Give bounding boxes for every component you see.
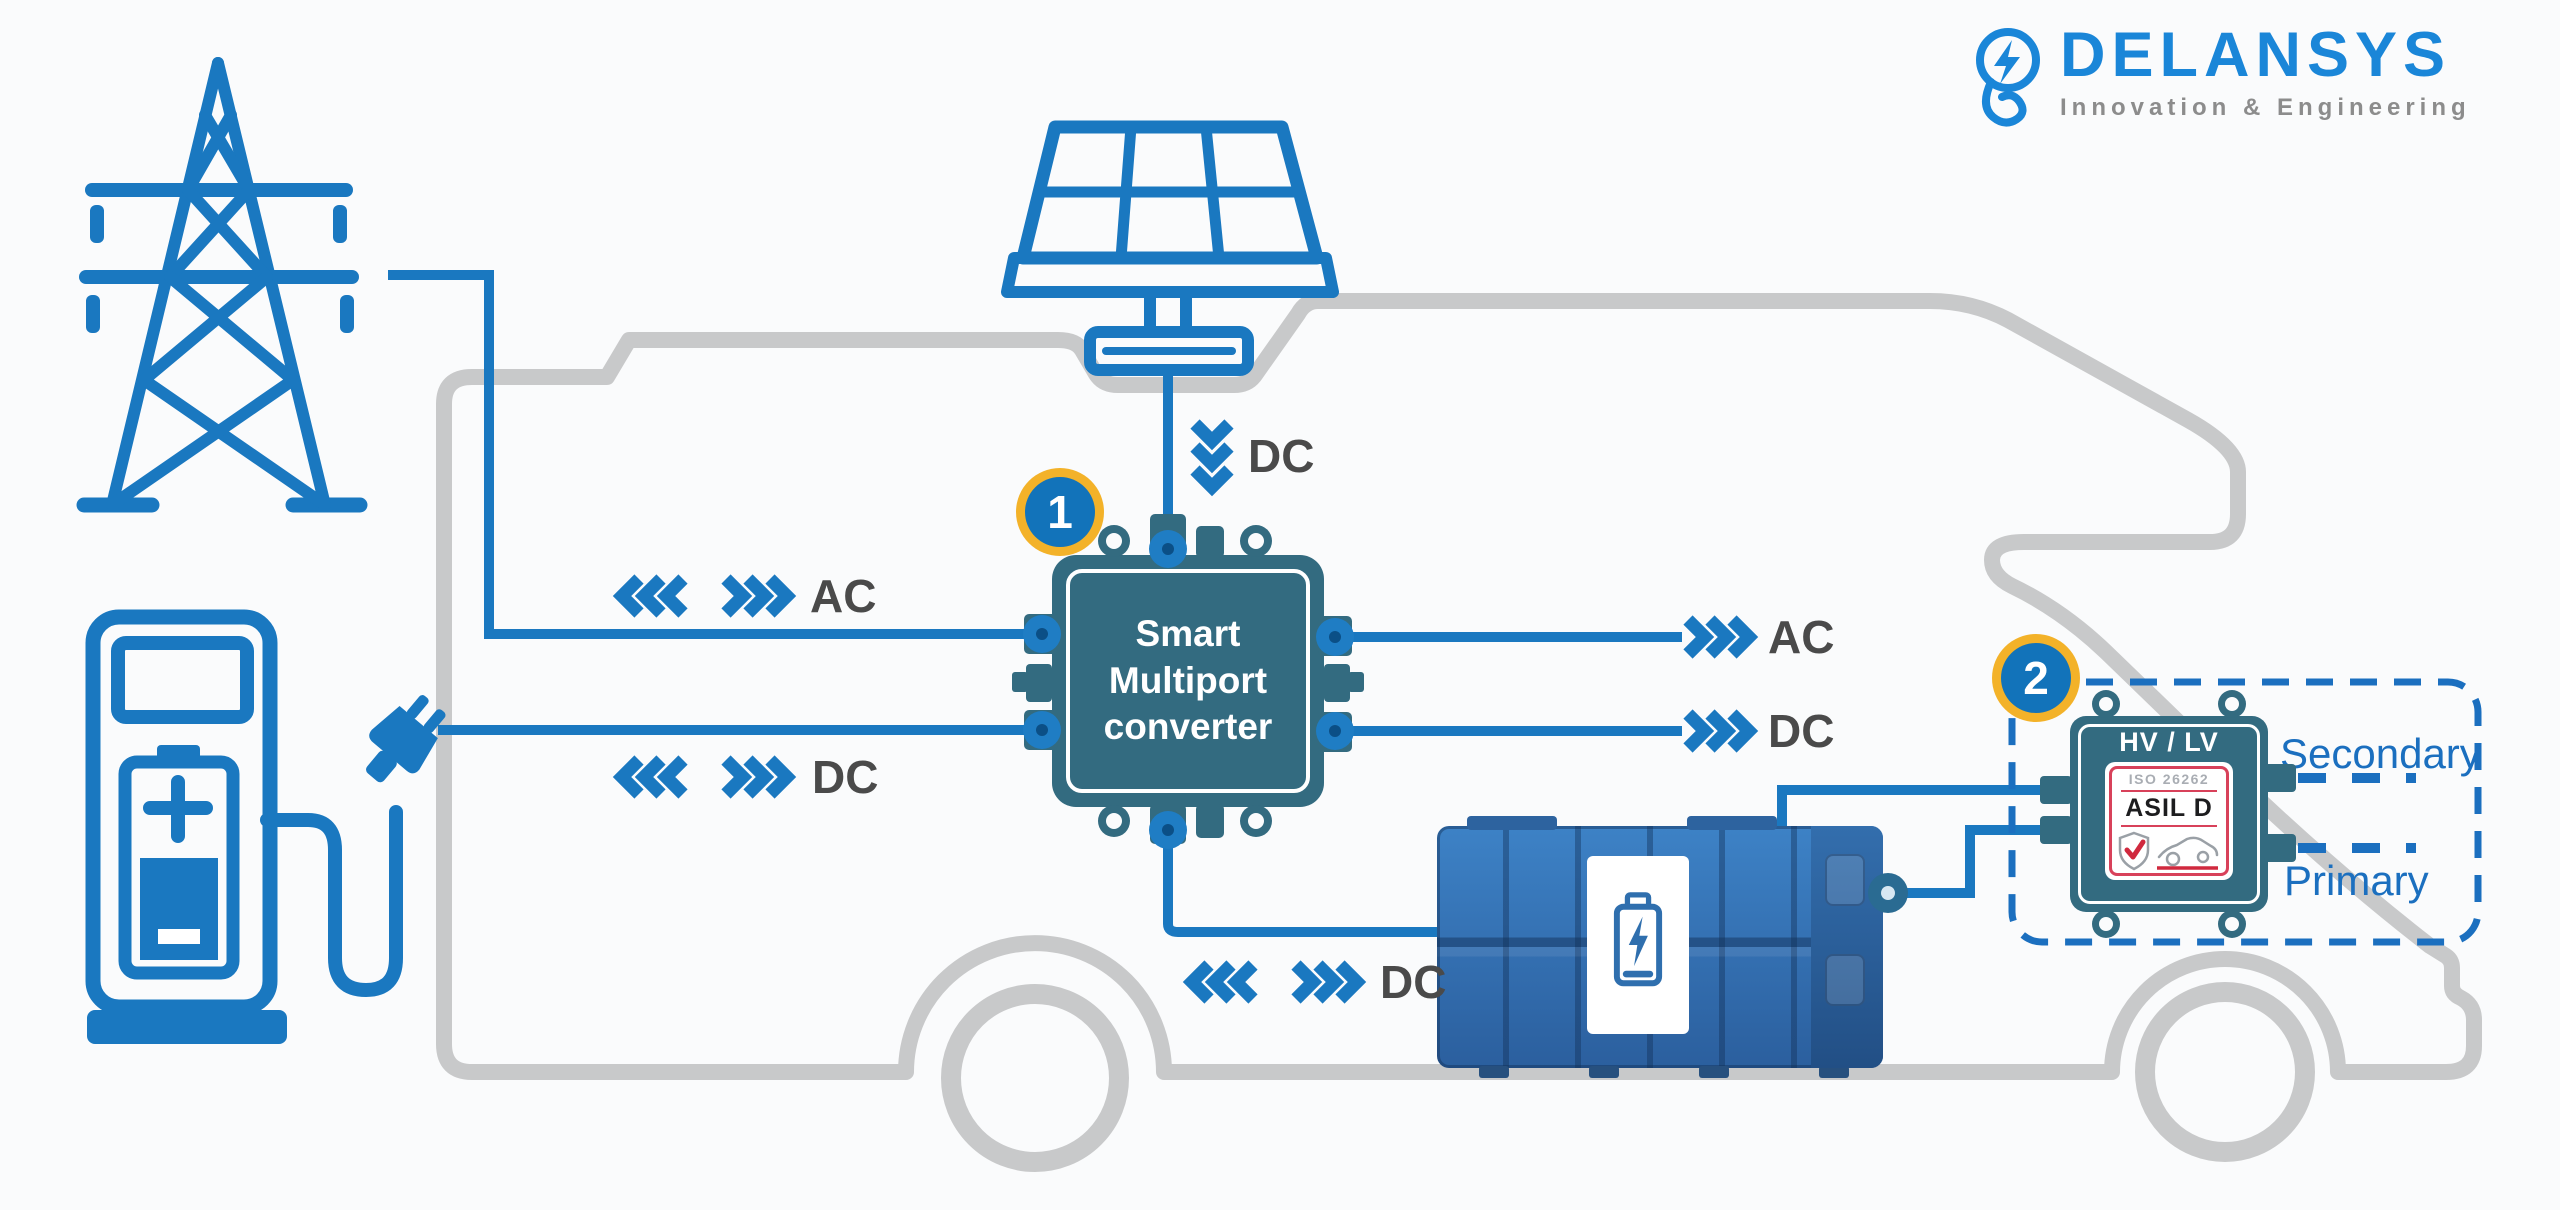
logo-brand: DELANSYS	[2060, 20, 2452, 90]
safety-icons	[2118, 831, 2219, 871]
solar-dc-label: DC	[1248, 430, 1315, 482]
charging-plug-icon	[366, 695, 446, 783]
ev-charging-station-icon	[85, 609, 446, 1044]
battery-bolt-icon	[1613, 892, 1663, 987]
converter-label: Smart Multiport converter	[1103, 612, 1273, 748]
hvlv-converter: HV / LV ISO 26262 ASIL D	[2070, 716, 2268, 912]
ac-output-label: AC	[1768, 611, 1835, 663]
hvlv-title: HV / LV	[2119, 727, 2219, 757]
battery-end-cap	[1811, 826, 1883, 1068]
battery-symbol-card	[1587, 856, 1689, 1034]
grid-ac-label: AC	[810, 570, 877, 622]
front-wheel-icon	[2135, 982, 2315, 1162]
solar-panel-icon	[1001, 120, 1339, 376]
iso-asil-card: ISO 26262 ASIL D	[2105, 762, 2233, 880]
shield-check-icon	[2118, 831, 2150, 871]
badge-step-2-number: 2	[2001, 643, 2071, 713]
dc-output-label: DC	[1768, 705, 1835, 757]
delansys-logo: DELANSYS Innovation & Engineering	[1972, 22, 2471, 134]
battery-hvlv-top-line	[1777, 785, 2052, 828]
rear-wheel-icon	[941, 984, 1129, 1172]
battery-dc-label: DC	[1380, 956, 1447, 1008]
lightbulb-bolt-icon	[1976, 28, 2040, 127]
secondary-label: Secondary	[2280, 730, 2481, 777]
charger-dc-label: DC	[812, 751, 879, 803]
logo-tagline: Innovation & Engineering	[2060, 94, 2471, 122]
battery-dc-line	[1163, 840, 1437, 937]
badge-step-2: 2	[1992, 634, 2080, 722]
iso-standard-label: ISO 26262	[2128, 771, 2210, 787]
car-outline-icon	[2157, 836, 2219, 870]
primary-label: Primary	[2284, 857, 2429, 904]
asil-level-label: ASIL D	[2125, 794, 2213, 822]
badge-step-1-number: 1	[1025, 477, 1095, 547]
battery-hvlv-side-line	[1888, 825, 2052, 898]
grid-ac-line	[388, 270, 1046, 639]
charging-cable	[260, 805, 403, 997]
smart-multiport-converter: Smart Multiport converter	[1052, 555, 1324, 807]
transmission-tower-icon	[76, 57, 368, 513]
badge-step-1: 1	[1016, 468, 1104, 556]
ev-battery-pack-icon	[1437, 816, 1883, 1078]
